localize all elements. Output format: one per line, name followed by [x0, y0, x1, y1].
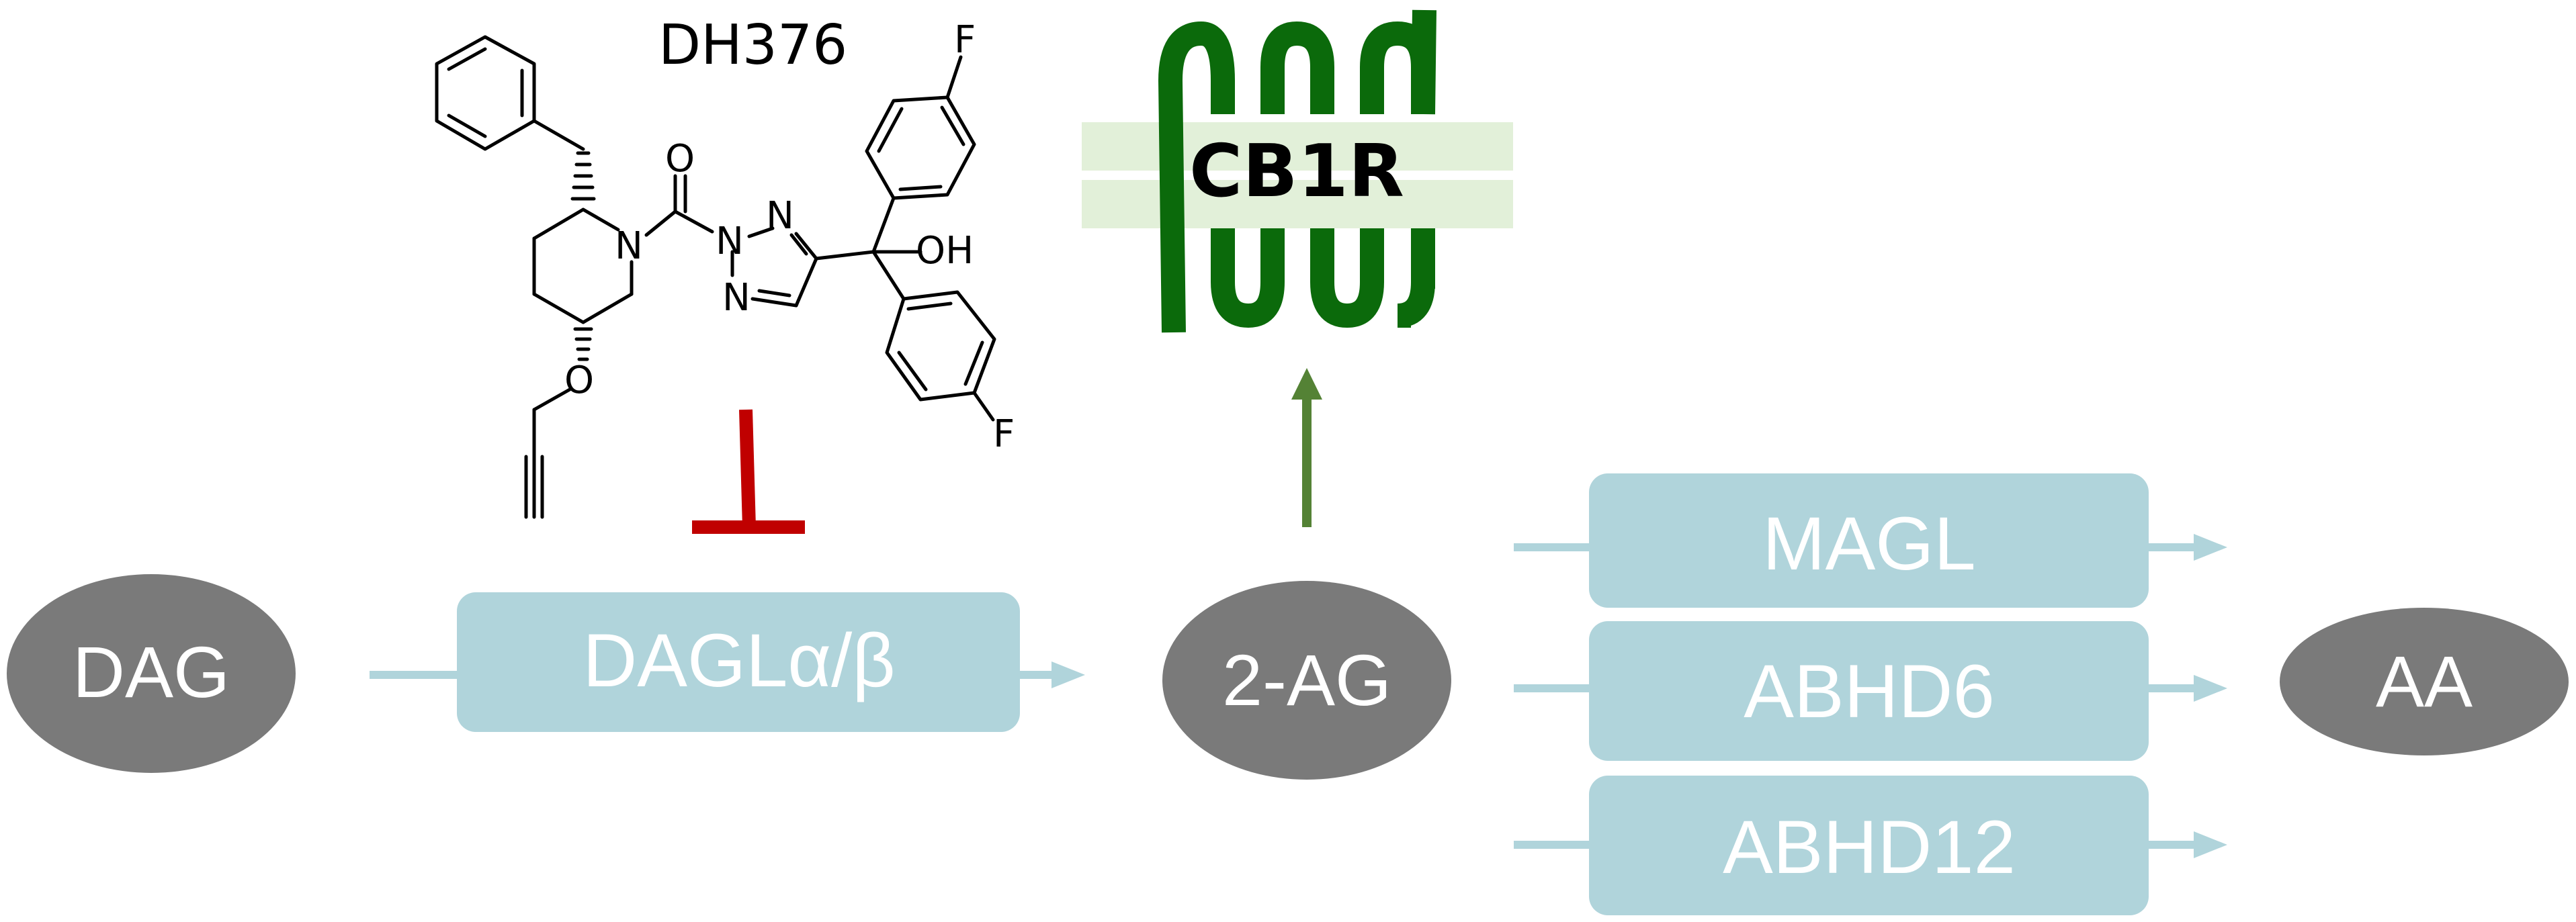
enzyme-abhd12-label: ABHD12: [1723, 805, 2016, 889]
node-dag: DAG: [7, 574, 296, 773]
enzyme-abhd6-label: ABHD6: [1744, 649, 1994, 733]
triazole-ring: [730, 226, 818, 308]
atom-n-triazole-2: N: [766, 194, 794, 238]
fluorophenyl-ring-bottom: [885, 290, 996, 402]
enzyme-abhd12: ABHD12: [1589, 776, 2149, 915]
atom-oh: OH: [916, 229, 974, 273]
hashed-bond-1: [570, 151, 596, 201]
atom-n-triazole-3: N: [722, 276, 750, 320]
atom-f-top: F: [954, 18, 976, 62]
atom-n-piperidine: N: [615, 224, 643, 268]
arrowhead-abhd6: [2194, 675, 2227, 702]
fluorophenyl-ring-top: [865, 95, 976, 200]
benzene-ring-top-left: [435, 35, 536, 151]
membrane-upper: [1082, 122, 1513, 171]
enzyme-magl: MAGL: [1589, 473, 2149, 608]
enzyme-magl-label: MAGL: [1762, 502, 1975, 586]
pathway-arrowheads: [1051, 534, 2227, 858]
membrane-lower: [1082, 180, 1513, 228]
arrowhead-magl: [2194, 534, 2227, 561]
compound-name: DH376: [658, 13, 847, 77]
atom-o-ether: O: [564, 359, 594, 402]
piperidine-ring: [532, 208, 634, 324]
inhibition-symbol: [692, 409, 805, 534]
pathway-connectors: [370, 543, 2200, 849]
arrowhead-dagl: [1051, 661, 1085, 688]
hashed-bond-2: [573, 327, 593, 361]
atom-o-carbonyl: O: [665, 137, 695, 181]
receptor-label: CB1R: [1189, 130, 1404, 214]
node-aa: AA: [2280, 608, 2569, 755]
dh376-structure: [435, 35, 996, 519]
activation-arrow: [1291, 368, 1322, 527]
atom-n-triazole-1: N: [716, 220, 744, 263]
atom-f-bottom: F: [993, 412, 1015, 456]
enzyme-abhd6: ABHD6: [1589, 621, 2149, 761]
arrowhead-abhd12: [2194, 831, 2227, 858]
node-dag-label: DAG: [73, 631, 230, 712]
cb1r-receptor: CB1R: [1082, 9, 1513, 333]
enzyme-dagl-label: DAGLα/β: [583, 618, 895, 702]
node-2ag-label: 2-AG: [1222, 639, 1391, 721]
enzyme-dagl: DAGLα/β: [457, 592, 1020, 732]
node-aa-label: AA: [2376, 641, 2473, 722]
node-2ag: 2-AG: [1162, 581, 1451, 780]
